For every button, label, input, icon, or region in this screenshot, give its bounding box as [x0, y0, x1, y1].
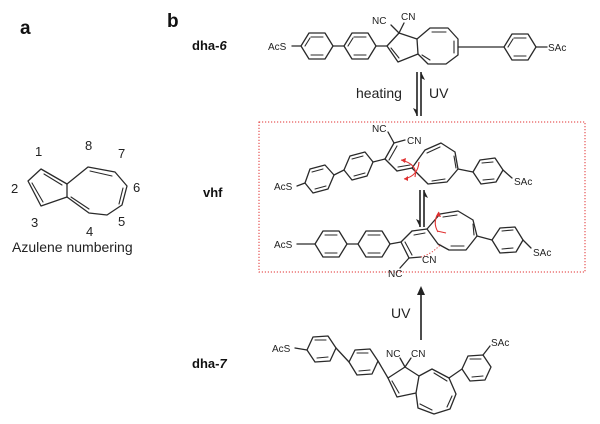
compound-name-dha7: dha-7: [192, 356, 227, 371]
vhf-highlight-box: [258, 121, 586, 273]
position-label-4: 4: [86, 224, 93, 239]
position-label-8: 8: [85, 138, 92, 153]
condition-uv-bottom: UV: [391, 305, 411, 321]
dha7-acs-group: AcS: [272, 344, 291, 355]
dha6-acs-group: AcS: [268, 42, 287, 53]
dha6-sac-group: SAc: [548, 43, 566, 54]
position-label-6: 6: [133, 180, 140, 195]
condition-heating: heating: [356, 85, 402, 101]
vhf-structure-s-trans: AcS NC CN SAc: [274, 210, 551, 280]
compound-name-vhf: vhf: [203, 185, 223, 200]
condition-uv-top: UV: [429, 85, 449, 101]
position-label-2: 2: [11, 181, 18, 196]
vhf-top-cn-label: CN: [407, 136, 421, 147]
vhf-structure-s-cis: AcS NC CN SAc: [274, 124, 532, 194]
dha7-cn-label: CN: [411, 349, 425, 360]
vhf-top-acs-group: AcS: [274, 182, 293, 193]
dha7-structure: AcS NC CN SAc: [272, 335, 509, 415]
dha6-cn-label: CN: [401, 12, 415, 23]
equilibrium-arrow-vhf-conformers: [416, 190, 428, 227]
position-label-3: 3: [31, 215, 38, 230]
vhf-top-nc-label: NC: [372, 124, 386, 135]
dha7-sac-group: SAc: [491, 338, 509, 349]
compound-name-dha6: dha-6: [192, 38, 227, 53]
equilibrium-arrow-dha6-vhf: [413, 72, 425, 116]
vhf-top-sac-group: SAc: [514, 177, 532, 188]
position-label-7: 7: [118, 146, 125, 161]
position-label-1: 1: [35, 144, 42, 159]
vhf-bottom-cn-label: CN: [422, 255, 436, 266]
panel-label-b: b: [167, 11, 179, 32]
dha7-nc-label: NC: [386, 349, 400, 360]
vhf-bottom-nc-label: NC: [388, 269, 402, 280]
azulene-structure: [27, 166, 128, 216]
dha6-nc-label: NC: [372, 16, 386, 27]
azulene-caption: Azulene numbering: [12, 239, 133, 255]
dha6-structure: AcS NC CN SAc: [268, 12, 566, 65]
vhf-bottom-sac-group: SAc: [533, 248, 551, 259]
panel-label-a: a: [20, 18, 31, 39]
reaction-arrow-dha7-to-vhf: [417, 286, 425, 340]
position-label-5: 5: [118, 214, 125, 229]
vhf-bottom-acs-group: AcS: [274, 240, 293, 251]
